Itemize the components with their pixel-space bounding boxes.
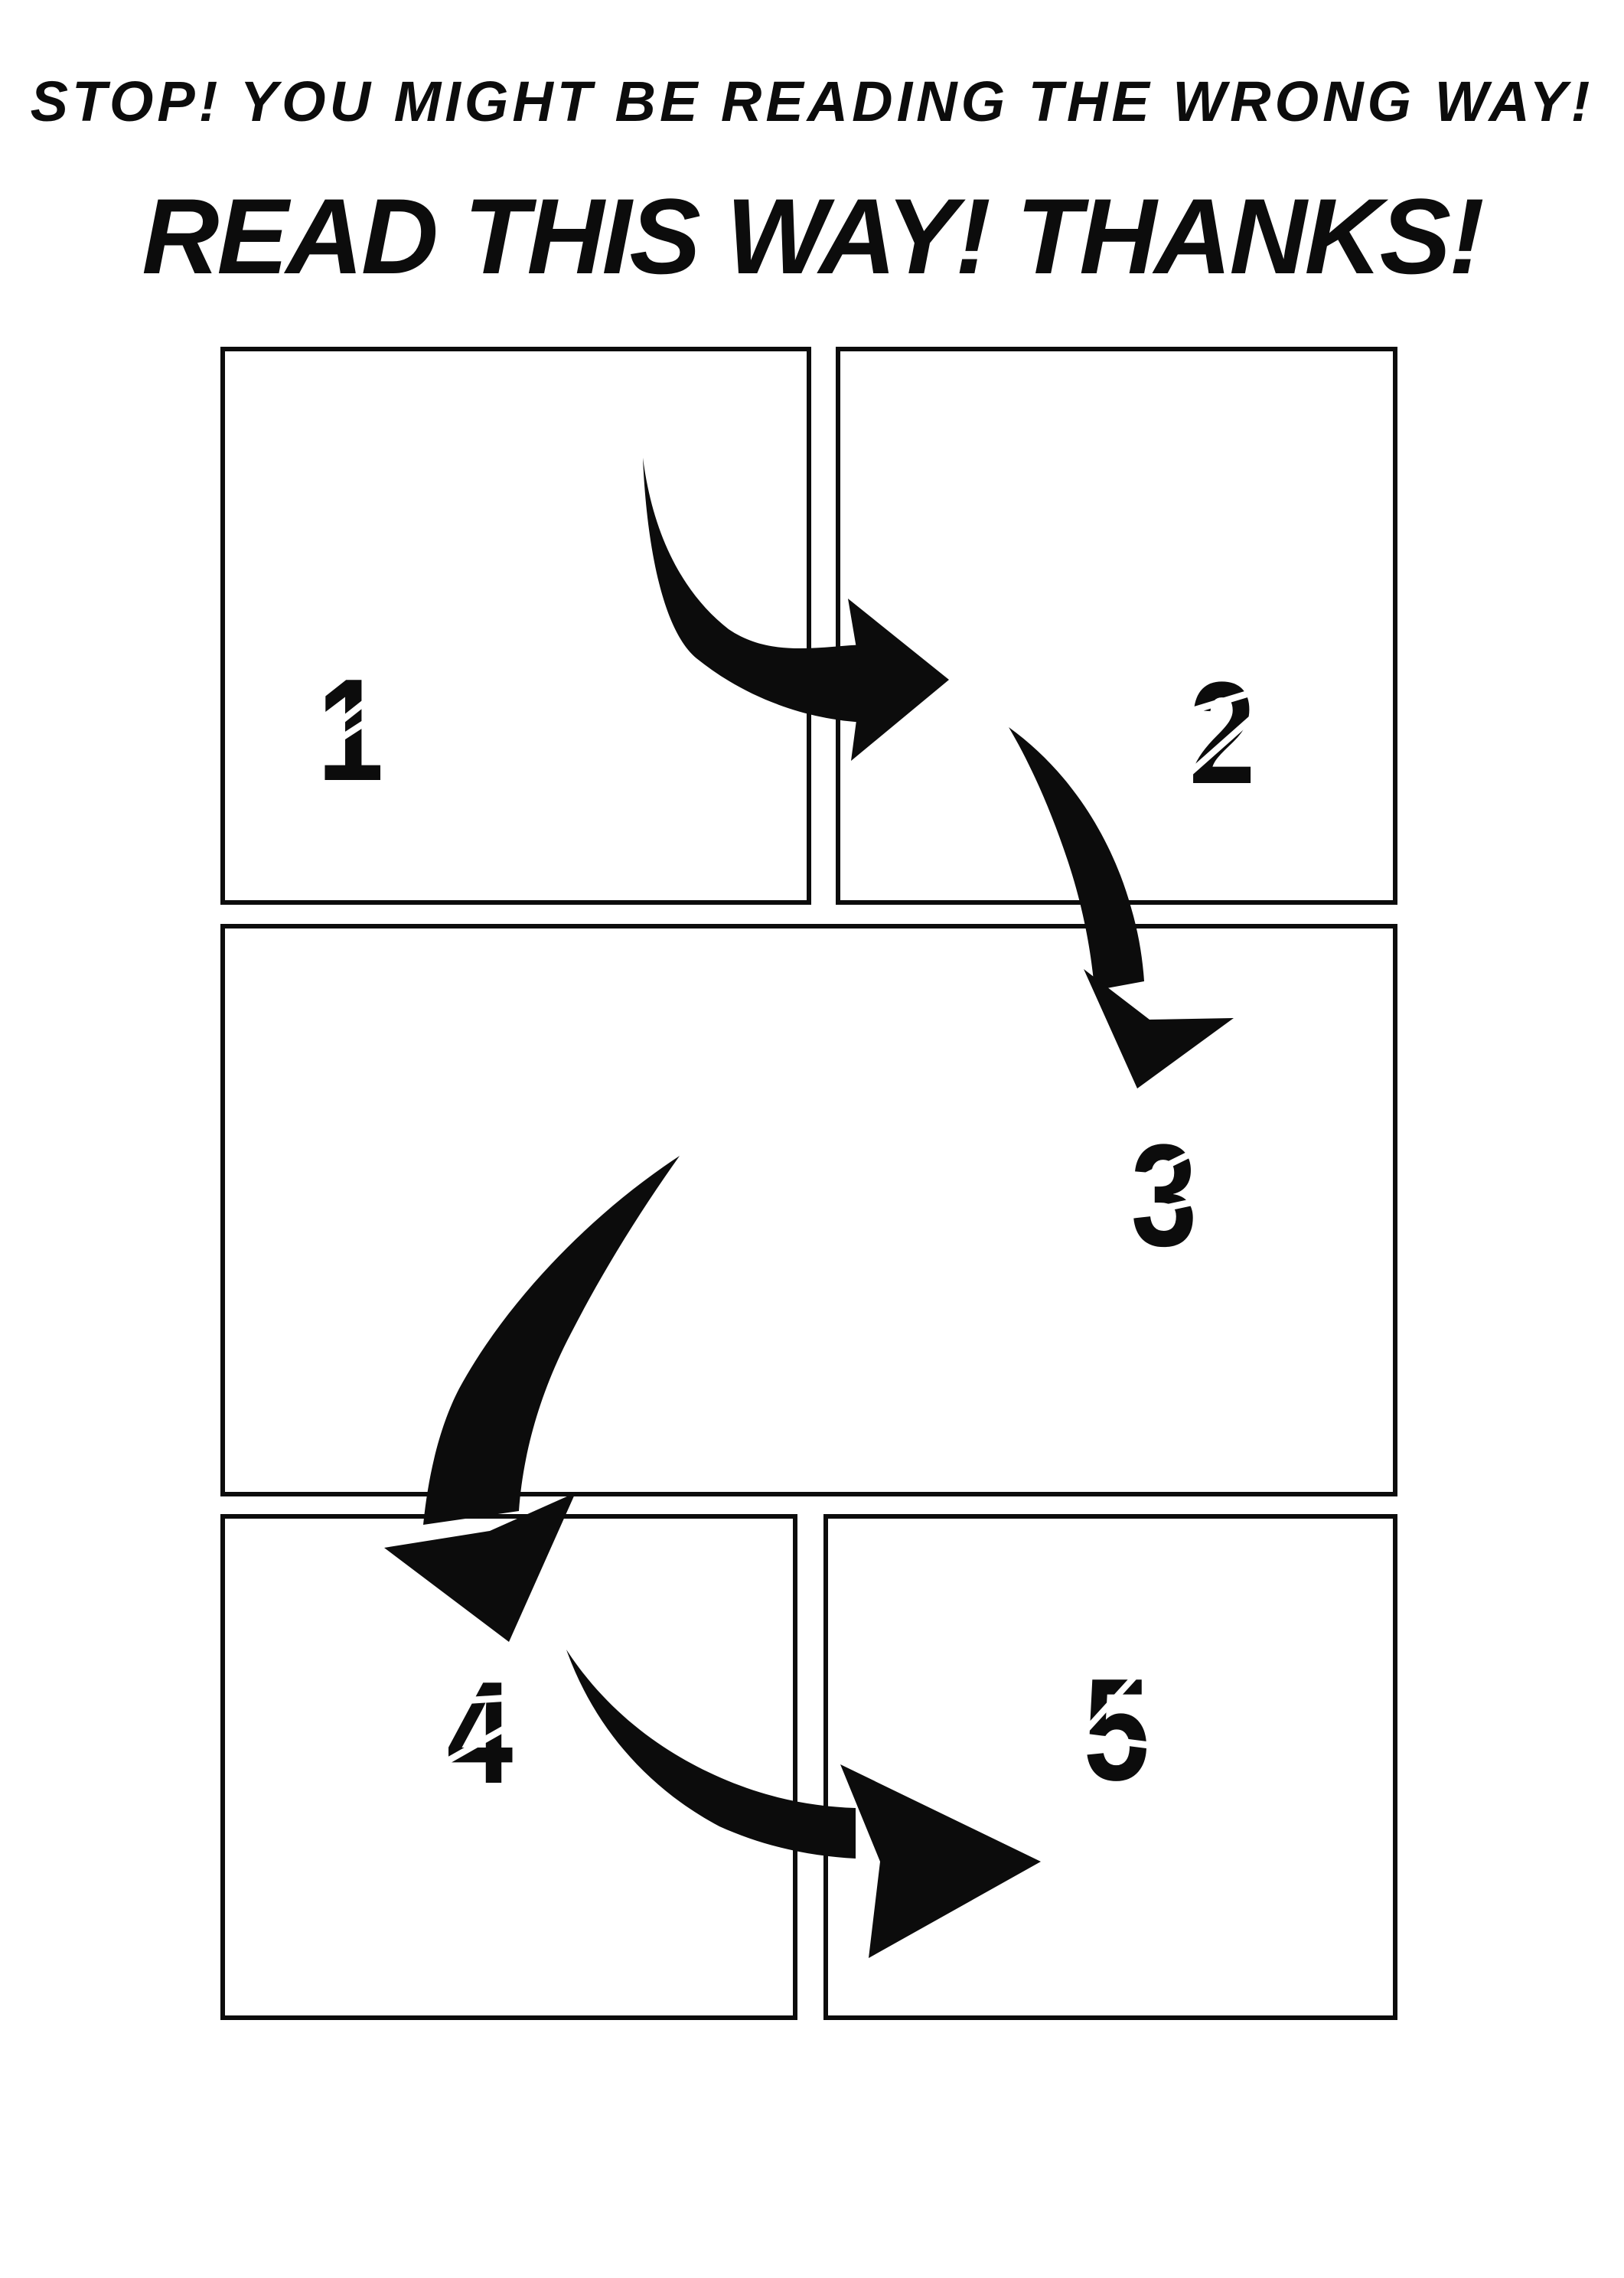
panel-number-2: 2 <box>1177 652 1267 814</box>
panel-number-5-digit: 5 <box>1083 1649 1150 1811</box>
instruction-heading: READ THIS WAY! THANKS! <box>142 176 1484 296</box>
panel-number-1: 1 <box>308 654 393 807</box>
panel-number-3: 3 <box>1118 1115 1210 1277</box>
panel-number-5: 5 <box>1071 1649 1163 1811</box>
panel-number-2-digit: 2 <box>1189 652 1256 814</box>
warning-heading: STOP! YOU MIGHT BE READING THE WRONG WAY… <box>30 70 1594 133</box>
panel-2 <box>836 347 1397 905</box>
panel-number-4: 4 <box>434 1652 526 1814</box>
panel-3 <box>220 924 1397 1496</box>
panel-number-3-digit: 3 <box>1130 1115 1198 1277</box>
panel-number-4-digit: 4 <box>446 1652 514 1814</box>
panel-1 <box>220 347 811 905</box>
